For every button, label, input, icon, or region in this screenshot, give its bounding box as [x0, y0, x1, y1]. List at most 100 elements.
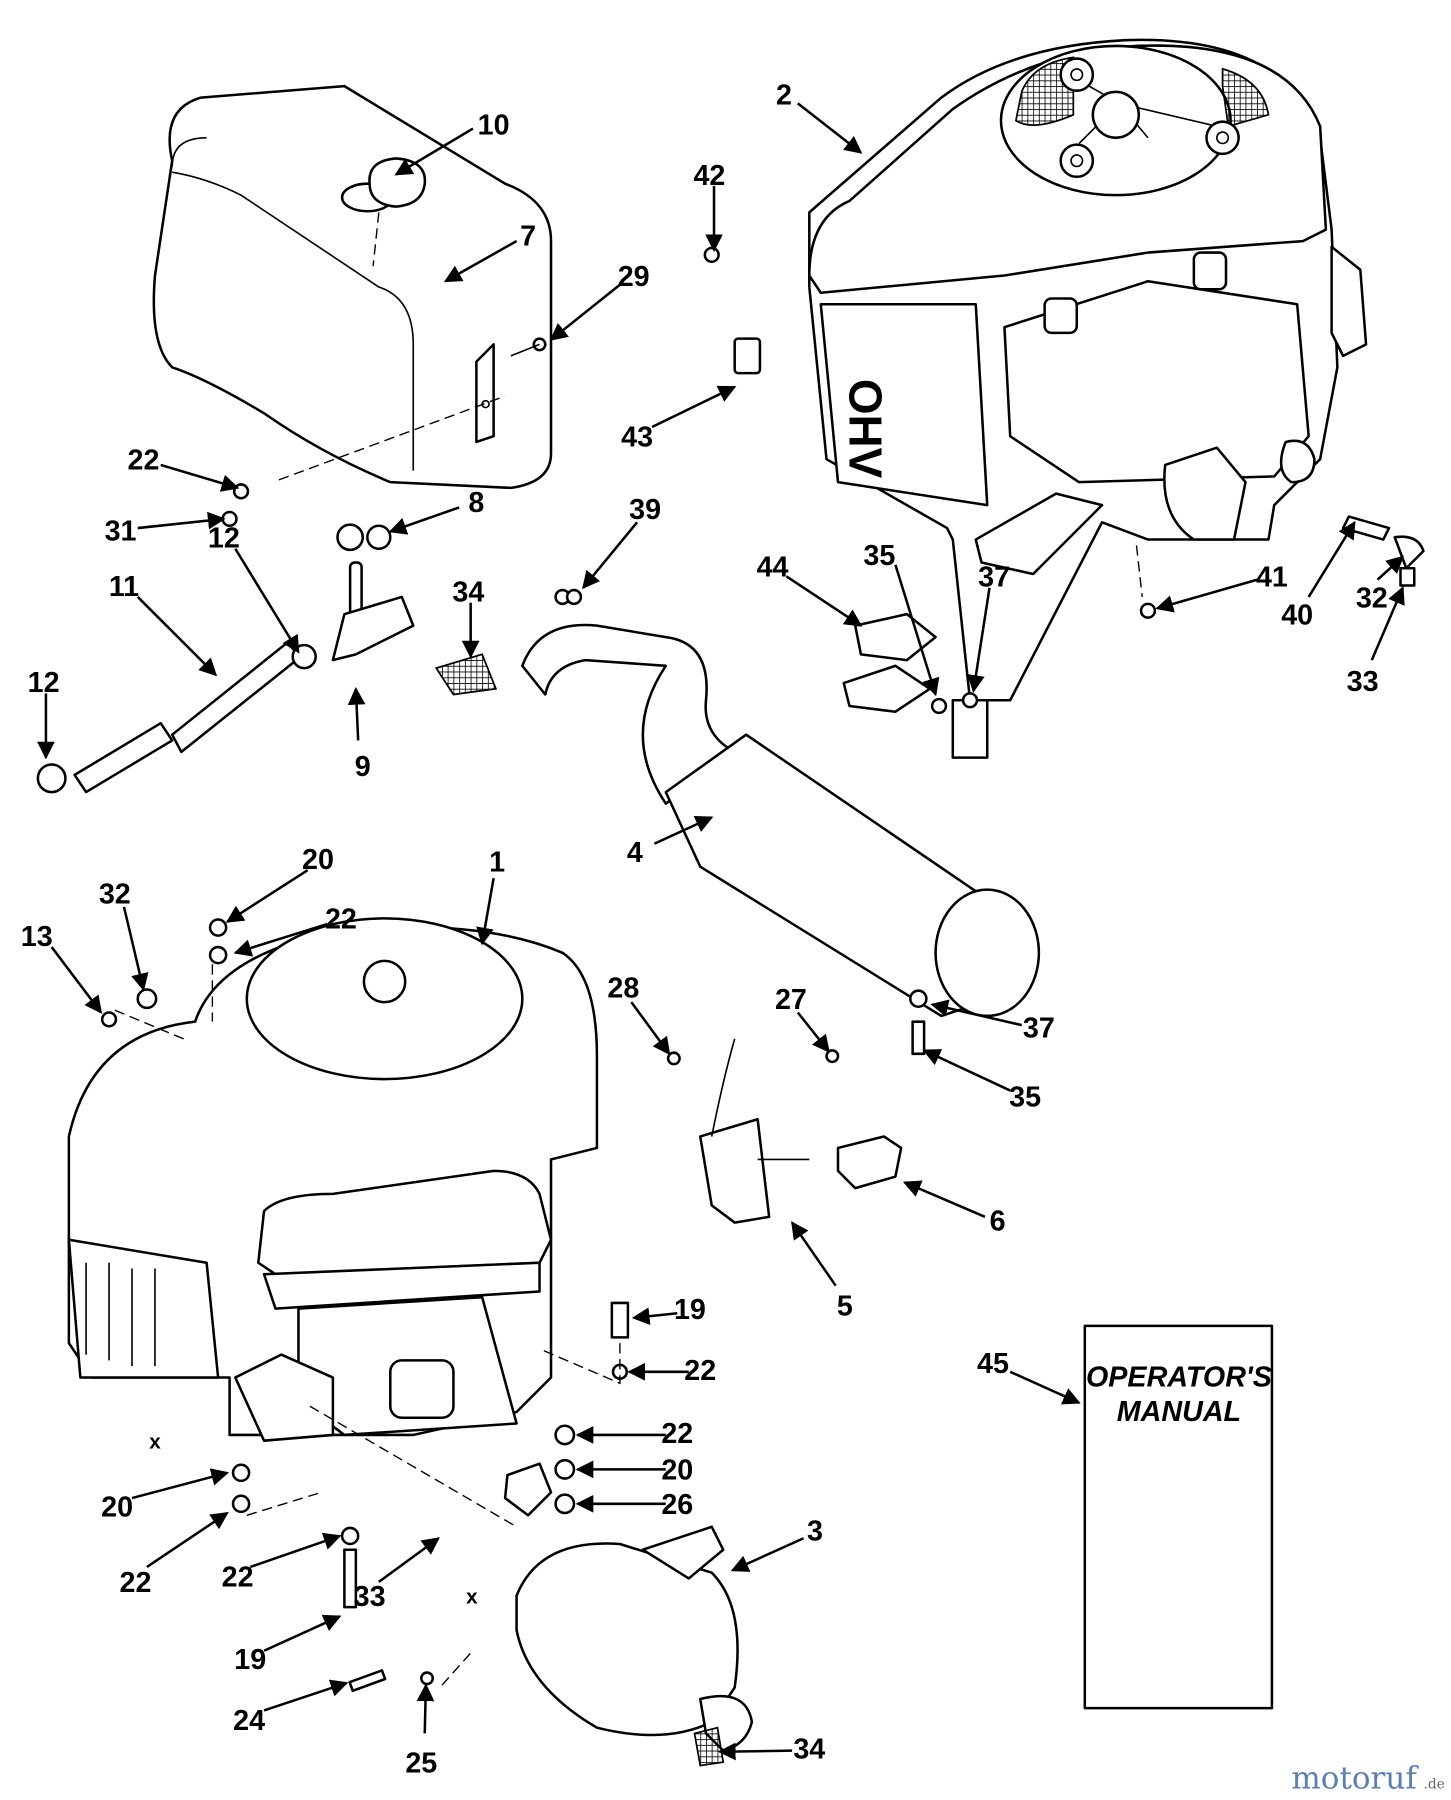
callout-label-33: 33	[354, 1581, 386, 1613]
callout-label-6: 6	[990, 1206, 1006, 1238]
callout-label-44: 44	[757, 551, 789, 583]
callout-arrow-31	[137, 511, 226, 530]
callout-arrow-2	[797, 102, 863, 154]
callout-label-34: 34	[452, 577, 484, 609]
callout-arrow-19	[631, 1307, 678, 1325]
callout-arrow-24	[263, 1679, 349, 1712]
manual-title-line1: OPERATOR'S	[1086, 1362, 1272, 1394]
callout-arrow-35	[922, 1049, 1011, 1092]
callout-label-45: 45	[977, 1348, 1009, 1380]
callout-arrow-39	[582, 521, 639, 590]
callout-arrow-27	[796, 1011, 830, 1053]
muffler-lower	[503, 1462, 754, 1767]
manual-title-line2: MANUAL	[1117, 1396, 1241, 1428]
fuel-valve	[331, 523, 415, 662]
callout-label-19: 19	[234, 1644, 266, 1676]
throttle-knob	[836, 1135, 903, 1190]
callout-label-25: 25	[405, 1747, 437, 1779]
callout-label-24: 24	[233, 1705, 265, 1737]
callout-label-32: 32	[1356, 582, 1388, 614]
callout-label-40: 40	[1281, 599, 1313, 631]
callout-label-32: 32	[99, 878, 131, 910]
callout-label-28: 28	[607, 973, 639, 1005]
callout-arrow-33	[1370, 586, 1405, 661]
callout-label-42: 42	[693, 160, 725, 192]
fuel-hose	[36, 641, 317, 794]
callout-arrow-9	[347, 687, 366, 741]
callout-arrow-22	[249, 1532, 342, 1569]
alignment-lines	[114, 395, 1143, 1686]
callout-label-11: 11	[109, 571, 139, 603]
callout-label-34: 34	[793, 1734, 825, 1766]
callout-label-13: 13	[21, 921, 53, 953]
callout-arrow-44	[785, 575, 863, 627]
callout-label-4: 4	[627, 837, 643, 869]
cross-mark-engine: x	[149, 1431, 161, 1454]
callout-arrow-41	[1155, 578, 1258, 613]
callout-label-20: 20	[302, 844, 334, 876]
callout-arrow-11	[136, 596, 218, 677]
callout-arrow-33	[378, 1537, 440, 1583]
callout-label-41: 41	[1256, 562, 1288, 594]
callout-label-2: 2	[776, 79, 792, 111]
fuel-tank	[152, 84, 553, 490]
callout-label-3: 3	[807, 1516, 823, 1548]
callout-label-19: 19	[674, 1294, 706, 1326]
callout-arrow-13	[50, 946, 103, 1014]
callout-arrow-35	[894, 564, 940, 697]
callout-arrow-1	[476, 877, 495, 946]
callout-label-33: 33	[1347, 666, 1379, 698]
callout-arrow-22	[160, 463, 240, 492]
callout-label-22: 22	[325, 904, 357, 936]
callout-label-5: 5	[837, 1291, 853, 1323]
callout-arrow-4	[653, 815, 714, 845]
callout-arrow-5	[791, 1221, 837, 1287]
callout-arrow-29	[549, 283, 621, 341]
engine-ohv-label: OHV	[839, 379, 891, 479]
callout-arrow-12	[234, 548, 300, 654]
callout-label-20: 20	[101, 1491, 133, 1523]
callout-arrow-6	[902, 1180, 986, 1218]
callout-arrow-45	[1009, 1370, 1081, 1405]
callout-label-29: 29	[618, 261, 650, 293]
callout-label-35: 35	[1009, 1082, 1041, 1114]
callout-arrow-19	[263, 1614, 342, 1652]
callout-arrow-40	[1307, 520, 1356, 598]
callout-arrow-37	[930, 999, 1022, 1027]
engine-lower	[67, 917, 599, 1442]
callout-label-1: 1	[489, 846, 505, 878]
watermark: motoruf .de	[1291, 1761, 1444, 1797]
callout-label-9: 9	[355, 751, 371, 783]
callout-label-22: 22	[128, 445, 160, 477]
callout-label-37: 37	[1023, 1013, 1055, 1045]
cross-mark-muffler: x	[466, 1586, 478, 1609]
callout-label-26: 26	[661, 1489, 693, 1521]
callout-arrow-22	[146, 1511, 229, 1569]
callout-arrow-34	[717, 1742, 793, 1761]
callout-label-10: 10	[478, 109, 510, 141]
callout-label-31: 31	[105, 516, 137, 548]
watermark-suffix: .de	[1423, 1777, 1444, 1793]
engine-ohv-upper: OHV	[808, 38, 1368, 759]
callout-arrow-20	[131, 1468, 230, 1500]
callout-label-12: 12	[208, 523, 240, 555]
callout-arrow-22	[233, 922, 328, 957]
callout-arrow-32	[122, 906, 149, 992]
callout-arrow-32	[1376, 555, 1405, 581]
callout-label-22: 22	[222, 1561, 254, 1593]
callout-arrow-10	[394, 127, 474, 176]
callout-arrow-25	[416, 1683, 435, 1734]
callout-arrow-37	[967, 587, 991, 693]
callout-arrow-7	[443, 239, 518, 283]
watermark-brand: motoruf	[1291, 1761, 1419, 1797]
operators-manual: OPERATOR'S MANUAL	[1083, 1324, 1274, 1710]
spark-arrester-screen	[434, 653, 498, 696]
callout-label-35: 35	[863, 540, 895, 572]
callout-label-7: 7	[520, 221, 536, 253]
callout-label-22: 22	[119, 1567, 151, 1599]
callout-arrow-43	[651, 385, 737, 429]
callout-label-8: 8	[468, 487, 484, 519]
callout-label-39: 39	[629, 494, 661, 526]
